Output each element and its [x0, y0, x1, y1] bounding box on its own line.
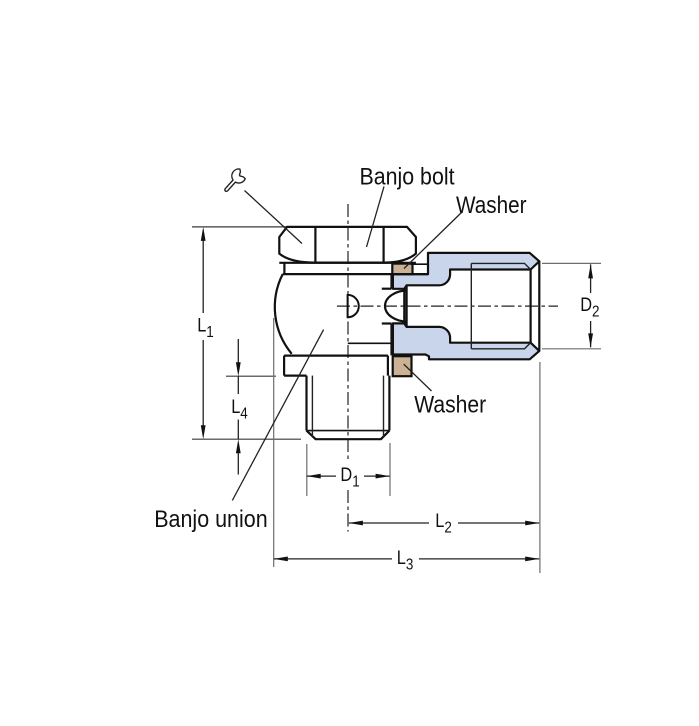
- svg-text:Banjo bolt: Banjo bolt: [360, 164, 455, 191]
- svg-text:L1: L1: [197, 314, 214, 341]
- svg-text:L3: L3: [397, 546, 414, 573]
- svg-text:L4: L4: [231, 395, 248, 422]
- svg-text:Washer: Washer: [414, 392, 486, 419]
- svg-text:L2: L2: [435, 509, 452, 536]
- svg-text:D1: D1: [340, 464, 359, 491]
- svg-text:Washer: Washer: [456, 192, 527, 219]
- svg-text:Banjo union: Banjo union: [154, 506, 268, 533]
- svg-text:D2: D2: [580, 294, 599, 321]
